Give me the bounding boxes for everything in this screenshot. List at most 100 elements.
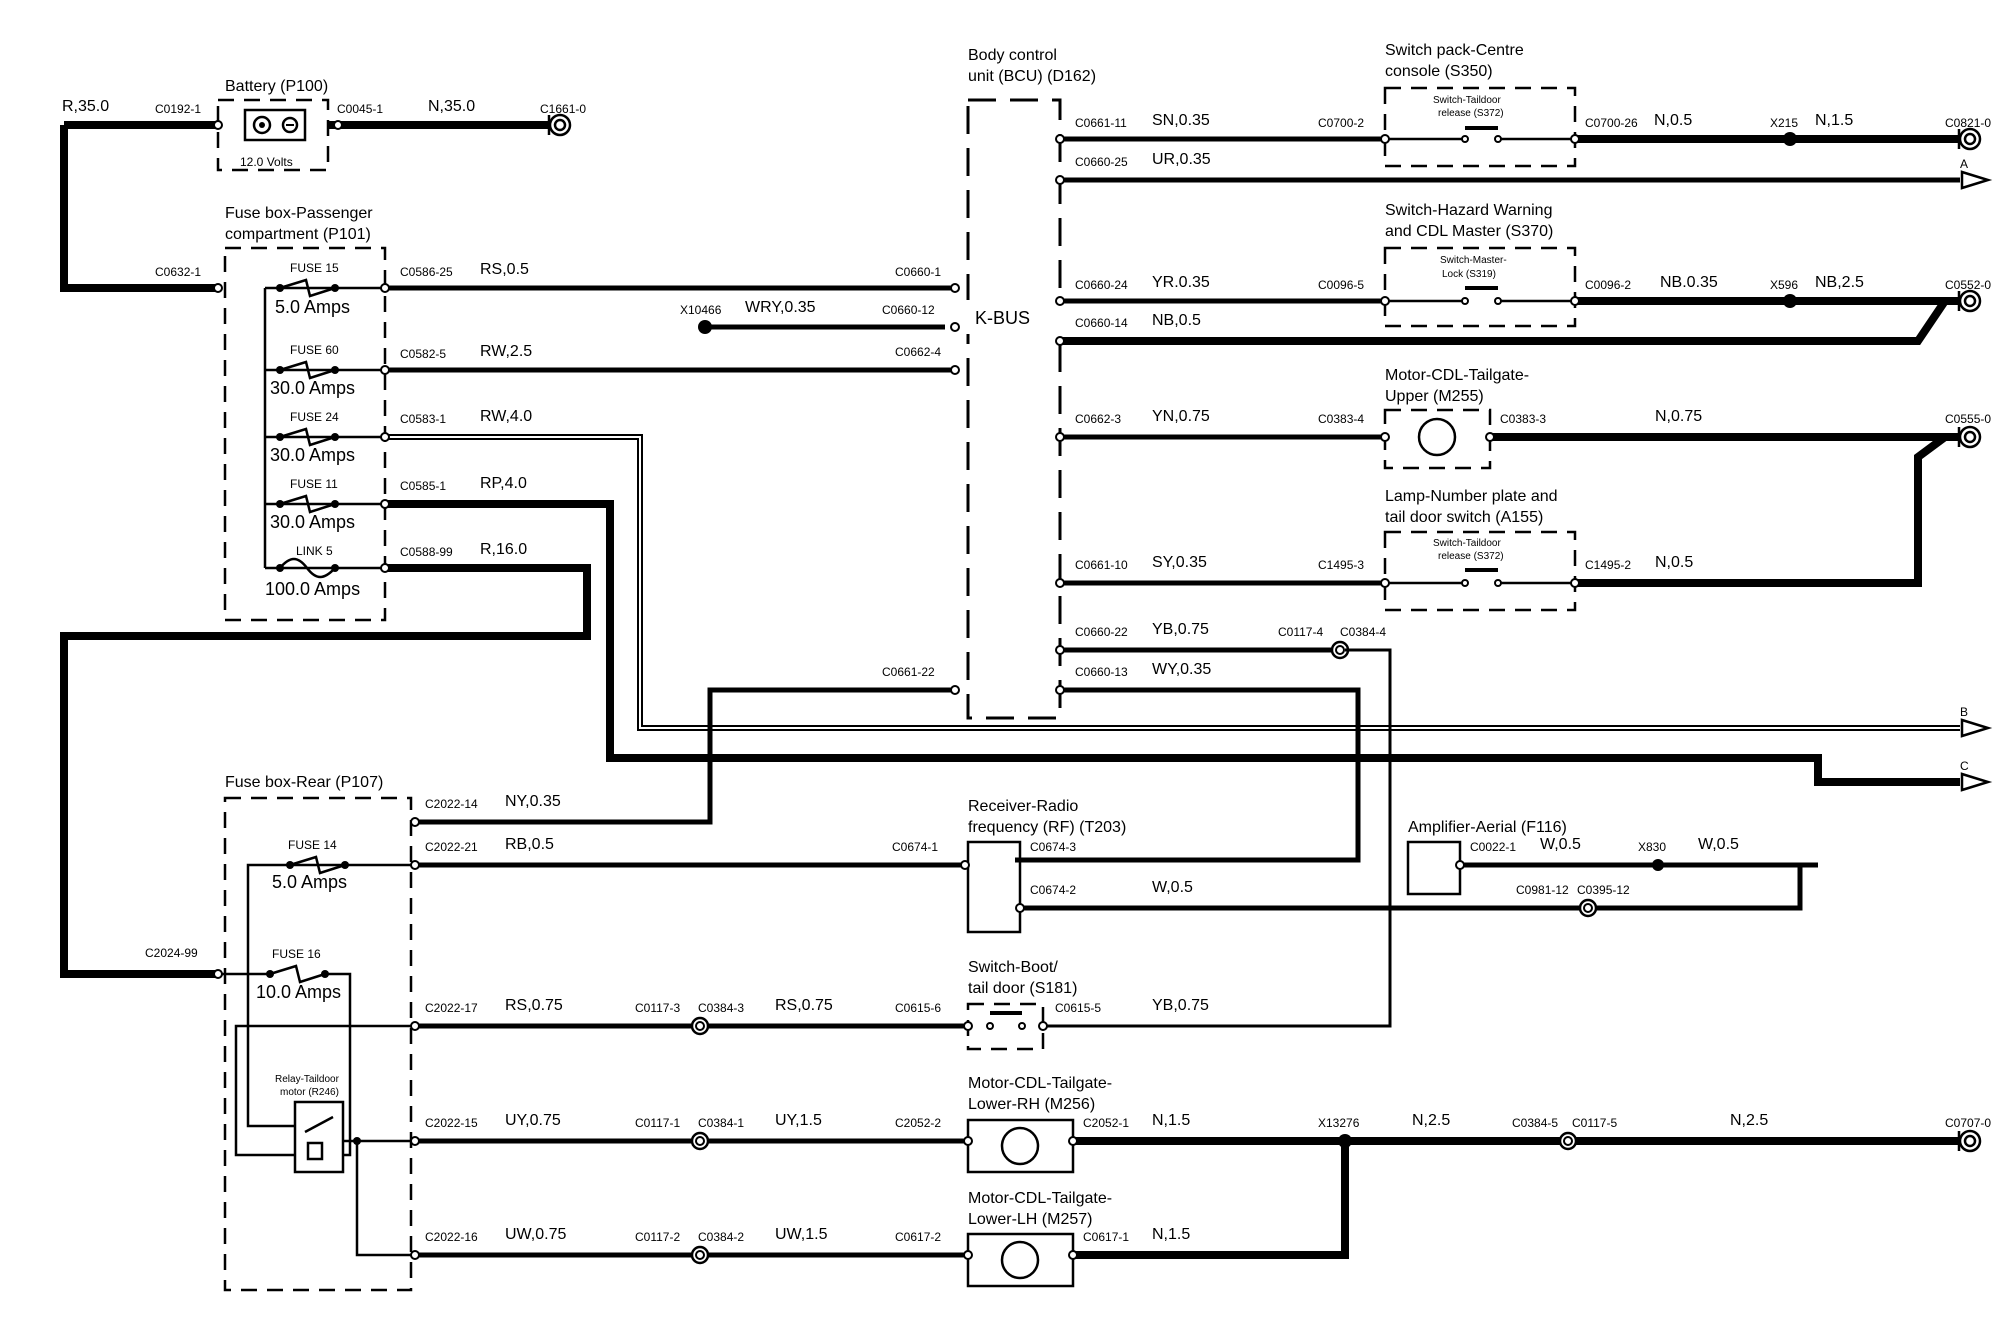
conn-c0117-2: C0117-2 [635,1230,680,1244]
conn-c2022-14: C2022-14 [425,797,478,811]
wire-rp40-label: RP,4.0 [480,475,527,492]
wire-n075-label: N,0.75 [1655,408,1702,425]
conn-c0588-99: C0588-99 [400,545,453,559]
arrow-a-icon [1960,170,1990,190]
wire-yr035-label: YR.0.35 [1152,274,1210,291]
wire-ur035-label: UR,0.35 [1152,151,1211,168]
conn-c0674-2: C0674-2 [1030,883,1076,897]
wire-ny035 [415,687,955,825]
conn-c0117-1: C0117-1 [635,1116,680,1130]
conn-c0383-3: C0383-3 [1500,412,1546,426]
motor-lh: Motor-CDL-Tailgate- Lower-LH (M257) [966,1190,1112,1288]
bcu-label1: Body control [968,47,1057,64]
conn-c0022-1: C0022-1 [1470,840,1516,854]
fuse-pass-label2: compartment (P101) [225,226,371,243]
fuse-24-name: FUSE 24 [290,410,339,424]
conn-c2052-1: C2052-1 [1083,1116,1129,1130]
wire-wry035-label: WRY,0.35 [745,299,816,316]
conn-c2022-17: C2022-17 [425,1001,478,1015]
motor-rh: Motor-CDL-Tailgate- Lower-RH (M256) [966,1075,1112,1174]
battery-box [216,98,330,172]
lamp-plate-label1: Lamp-Number plate and [1385,488,1558,505]
wire-r160-label: R,16.0 [480,541,527,558]
receiver-label2: frequency (RF) (T203) [968,819,1126,836]
wire-wy035-label: WY,0.35 [1152,661,1211,678]
conn-c0383-4: C0383-4 [1318,412,1364,426]
conn-c0660-25: C0660-25 [1075,155,1128,169]
conn-c0662-3: C0662-3 [1075,412,1121,426]
conn-c0662-4: C0662-4 [895,345,941,359]
wire-w05a-label: W,0.5 [1152,879,1193,896]
arrow-b-label: B [1960,705,1968,719]
wire-r35 [60,125,218,292]
arrow-a-label: A [1960,157,1968,171]
fuse-14-name: FUSE 14 [288,838,337,852]
conn-c0660-14: C0660-14 [1075,316,1128,330]
lamp-plate-label2: tail door switch (A155) [1385,509,1543,526]
switch-boot: Switch-Boot/ tail door (S181) [966,959,1077,1051]
conn-c0661-22: C0661-22 [882,665,935,679]
conn-x215: X215 [1770,116,1798,130]
wire-rs05-label: RS,0.5 [480,261,529,278]
wire-yb075-label: YB,0.75 [1152,621,1209,638]
receiver-rf: Receiver-Radio frequency (RF) (T203) [966,798,1126,934]
wire-w05c-label: W,0.5 [1698,836,1739,853]
lamp-number-plate: Lamp-Number plate and tail door switch (… [1383,488,1577,612]
sw-hazard-inner2: Lock (S319) [1442,269,1496,280]
wire-n05-b [1575,433,1948,587]
conn-c0615-5: C0615-5 [1055,1001,1101,1015]
battery-rating: 12.0 Volts [240,155,293,169]
wire-sn035-label: SN,0.35 [1152,112,1210,129]
conn-c0384-5: C0384-5 [1512,1116,1558,1130]
conn-x830: X830 [1638,840,1666,854]
conn-c0674-3: C0674-3 [1030,840,1076,854]
fuse-16-name: FUSE 16 [272,947,321,961]
fuse-60-rating: 30.0 Amps [270,378,355,398]
fuse-15-name: FUSE 15 [290,261,339,275]
conn-x10466: X10466 [680,303,722,317]
link-5-rating: 100.0 Amps [265,579,360,599]
wire-n15c-label: N,1.5 [1152,1226,1190,1243]
wire-rs075a-label: RS,0.75 [505,997,563,1014]
sw-centre-inner1: Switch-Taildoor [1433,95,1501,106]
sw-boot-label2: tail door (S181) [968,980,1077,997]
relay-label1: Relay-Taildoor [275,1074,340,1085]
conn-c0617-2: C0617-2 [895,1230,941,1244]
wire-rw40-label: RW,4.0 [480,408,532,425]
wire-yb075b-label: YB,0.75 [1152,997,1209,1014]
conn-c0821-0: C0821-0 [1945,116,1991,130]
conn-c0384-1: C0384-1 [698,1116,744,1130]
wire-wy035 [1015,687,1361,863]
lamp-plate-inner1: Switch-Taildoor [1433,538,1501,549]
conn-c0117-5: C0117-5 [1572,1116,1617,1130]
fuse-60-name: FUSE 60 [290,343,339,357]
inline-connector-icon [690,1131,710,1151]
fuse-rear-label: Fuse box-Rear (P107) [225,774,383,791]
wire-rs075b-label: RS,0.75 [775,997,833,1014]
fuse-14-rating: 5.0 Amps [272,872,347,892]
motor-rh-label2: Lower-RH (M256) [968,1096,1095,1113]
conn-c1495-2: C1495-2 [1585,558,1631,572]
battery-label: Battery (P100) [225,78,328,95]
wire-r160 [60,564,591,978]
conn-c0660-12: C0660-12 [882,303,935,317]
conn-c0192-1: C0192-1 [155,102,201,116]
conn-c0384-3: C0384-3 [698,1001,744,1015]
conn-c0582-5: C0582-5 [400,347,446,361]
motor-lh-label1: Motor-CDL-Tailgate- [968,1190,1112,1207]
conn-c0660-22: C0660-22 [1075,625,1128,639]
receiver-label1: Receiver-Radio [968,798,1078,815]
conn-c0096-5: C0096-5 [1318,278,1364,292]
wire-n35-label: N,35.0 [428,98,475,115]
wire-nb05-label: NB,0.5 [1152,312,1201,329]
battery-group: Battery (P100) 12.0 Volts [216,78,330,172]
wire-ny035-label: NY,0.35 [505,793,561,810]
conn-c0700-2: C0700-2 [1318,116,1364,130]
wire-n15-c [1073,1141,1349,1259]
conn-c2022-16: C2022-16 [425,1230,478,1244]
conn-c0632-1: C0632-1 [155,265,201,279]
fuse-pass-label1: Fuse box-Passenger [225,205,373,222]
arrow-b-icon [1960,718,1990,738]
conn-c0395-12: C0395-12 [1577,883,1630,897]
